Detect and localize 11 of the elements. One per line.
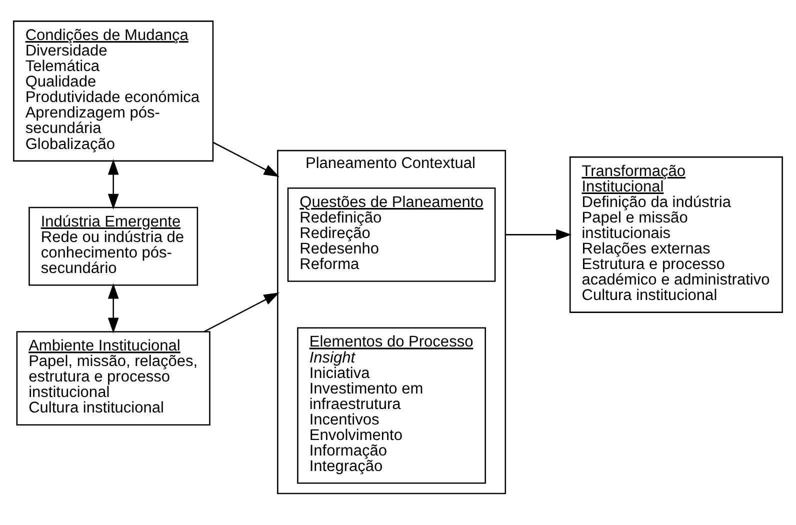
arrow (108, 283, 119, 334)
node-box: Indústria Emergente Rede ou indústria de conhecimento pós-secundário (28, 206, 198, 286)
arrow (108, 159, 119, 210)
node-box: Questões de Planeamento Redefinição Redireção Redesenho Reforma (287, 187, 496, 282)
node-box: Condições de Mudança Diversidade Telemática Qualidade Produtividade económica Aprendizagem pós-secundária Globalização (13, 20, 214, 162)
arrow (505, 229, 572, 240)
node-box: Ambiente Institucional Papel, missão, relações, estrutura e processo institucional Cultura institucional (16, 331, 210, 426)
node-box: Transformação Institucional Definição da indústria Papel e missão institucionais Relações externas Estrutura e processo académico e administrativo Cultura institucional (569, 156, 783, 313)
arrow (213, 142, 280, 177)
arrow (204, 292, 280, 332)
node-box: Elementos do Processo Insight Iniciativa Investimento em infraestrutura Incentivos Envolvimento Informação Integração (297, 327, 486, 484)
